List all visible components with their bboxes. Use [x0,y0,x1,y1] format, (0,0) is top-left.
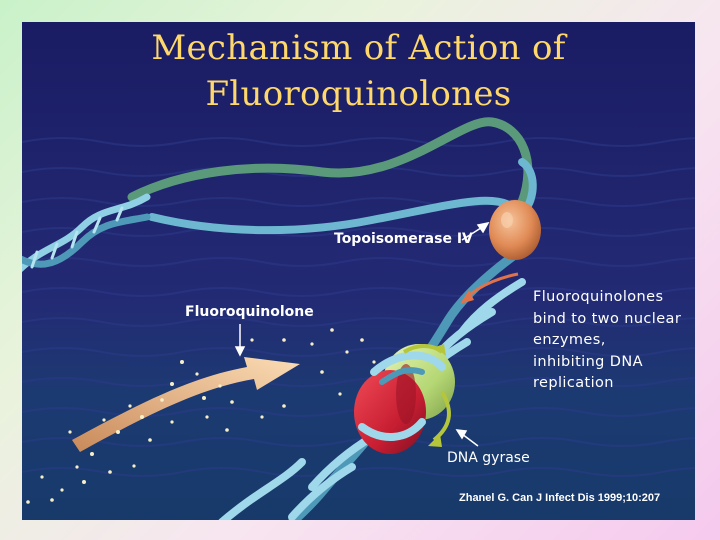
dna-gyrase-enzyme [354,344,455,454]
label-pointers [234,221,490,447]
citation: Zhanel G. Can J Infect Dis 1999;10:207 [459,492,661,504]
fluoroquinolone-arrow [72,357,300,452]
diagram-illustration [22,22,695,520]
rotation-arrow [460,272,519,304]
title-line-1: Mechanism of Action of [151,28,566,68]
title-line-2: Fluoroquinolones [205,74,512,114]
description-line: enzymes, [533,332,606,348]
dna-loop [127,117,537,235]
description-line: Fluoroquinolones [533,289,664,305]
drug-particles [26,328,376,504]
fluoroquinolone-label: Fluoroquinolone [185,304,314,320]
background-panel [22,22,695,520]
topoisomerase-enzyme [489,200,541,260]
description-line: replication [533,375,614,391]
dna-gyrase-label: DNA gyrase [447,450,530,466]
description-line: bind to two nuclear [533,310,682,327]
slide: Mechanism of Action of Fluoroquinolones … [22,22,695,520]
topoisomerase-label: Topoisomerase IV [334,231,473,247]
dna-helix-left [22,193,151,273]
description-text: Fluoroquinolones bind to two nuclear enz… [533,287,681,395]
description-line: inhibiting DNA [533,353,643,370]
